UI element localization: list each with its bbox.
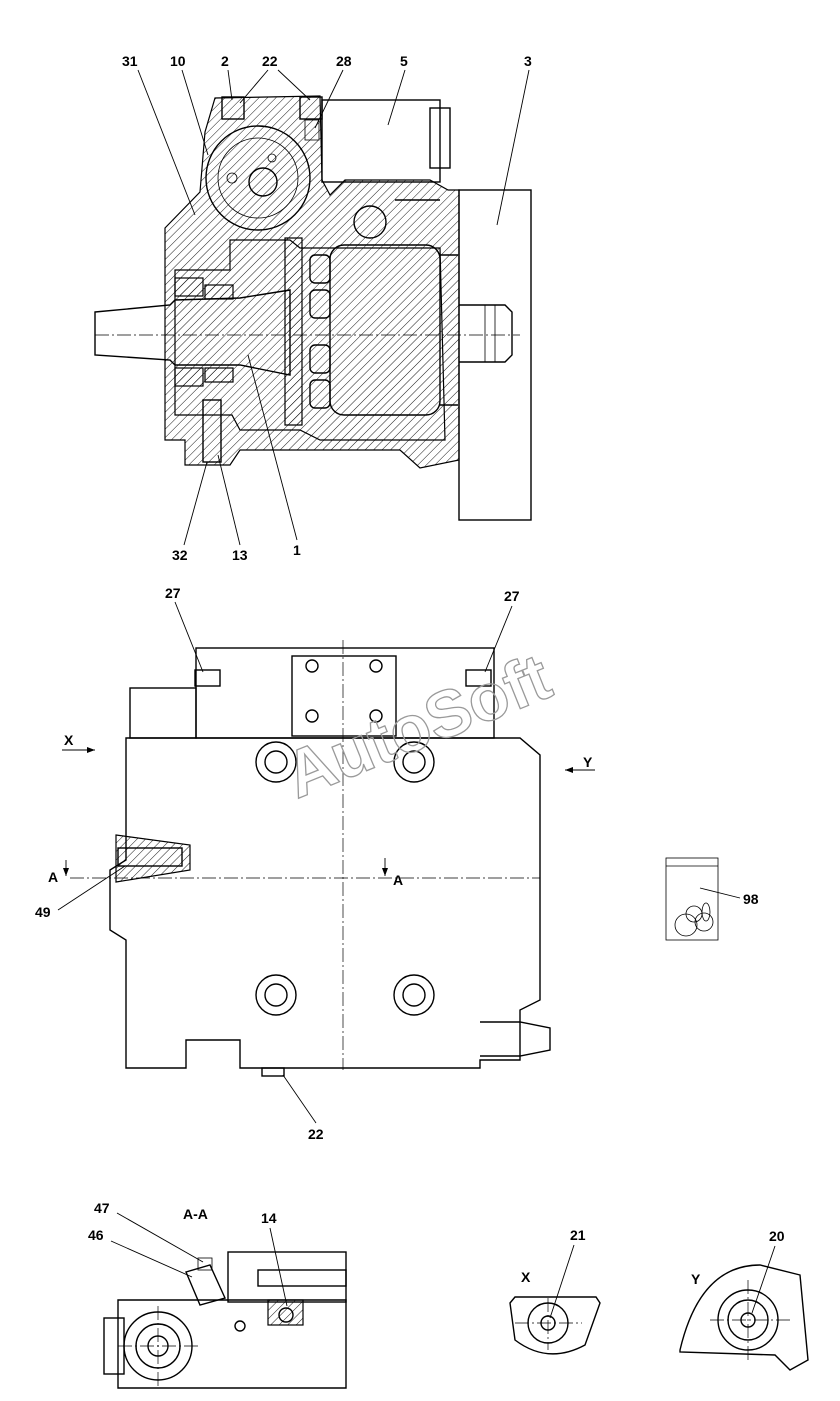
plug-14 xyxy=(278,1307,294,1323)
seal-kit-bag xyxy=(665,857,719,941)
control-piston-housing xyxy=(205,125,311,231)
view-x-title: X xyxy=(521,1269,531,1285)
callout-32: 32 xyxy=(172,547,188,563)
callout-21: 21 xyxy=(570,1227,586,1243)
front-bearing-top xyxy=(174,277,204,297)
callout-98: 98 xyxy=(743,891,759,907)
main-body xyxy=(109,737,541,1069)
view-y: Y 20 xyxy=(679,1228,809,1371)
fitting-47 xyxy=(197,1257,213,1271)
callout-13: 13 xyxy=(232,547,248,563)
rear-shaft-spline xyxy=(459,304,513,363)
callout-1: 1 xyxy=(293,542,301,558)
screw-22-top xyxy=(299,96,323,120)
marker-y: Y xyxy=(583,754,593,770)
screw-22-bottom xyxy=(261,1067,285,1077)
callout-28: 28 xyxy=(336,53,352,69)
callout-14: 14 xyxy=(261,1210,277,1226)
callout-10: 10 xyxy=(170,53,186,69)
screw-2 xyxy=(221,96,245,120)
view-markers: X Y A A xyxy=(48,732,595,888)
swash-plate xyxy=(284,237,303,426)
drive-shaft xyxy=(94,289,291,376)
view-y-outline xyxy=(679,1264,809,1371)
callout-22-top: 22 xyxy=(262,53,278,69)
body-screws xyxy=(255,741,435,1016)
cylinder-barrel xyxy=(329,244,441,416)
control-valve-block xyxy=(321,99,441,183)
right-port-fitting xyxy=(480,1021,551,1057)
callout-46: 46 xyxy=(88,1227,104,1243)
callout-27-left: 27 xyxy=(165,585,181,601)
callout-47: 47 xyxy=(94,1200,110,1216)
fitting-27-left xyxy=(194,669,221,687)
fitting-46 xyxy=(185,1264,226,1306)
marker-x: X xyxy=(64,732,74,748)
plug-49 xyxy=(117,847,183,867)
middle-elevation-view: AutoSoft X Y A A 27 27 49 22 9 xyxy=(35,585,759,1142)
cover-plate xyxy=(291,655,397,737)
section-a-a-view: A-A 47 46 14 xyxy=(88,1200,347,1389)
view-y-title: Y xyxy=(691,1271,701,1287)
plug-49-bore xyxy=(115,834,191,883)
top-section-view: 31 10 2 22 28 5 3 32 13 1 xyxy=(94,53,532,563)
callout-49: 49 xyxy=(35,904,51,920)
callout-22-bottom: 22 xyxy=(308,1126,324,1142)
marker-a-right: A xyxy=(393,872,403,888)
view-x: X 21 xyxy=(509,1227,601,1355)
top-view-callouts: 31 10 2 22 28 5 3 32 13 1 xyxy=(122,53,532,563)
fitting-27-right xyxy=(465,669,492,687)
front-bearing-bottom xyxy=(174,367,204,387)
section-a-a-title: A-A xyxy=(183,1206,208,1222)
piston-group xyxy=(309,254,331,409)
callout-3: 3 xyxy=(524,53,532,69)
callout-2: 2 xyxy=(221,53,229,69)
callout-31: 31 xyxy=(122,53,138,69)
callout-20: 20 xyxy=(769,1228,785,1244)
view-x-outline xyxy=(509,1296,601,1355)
plug-13 xyxy=(202,399,222,463)
marker-a-left: A xyxy=(48,869,58,885)
middle-view-callouts: 27 27 49 22 98 xyxy=(35,585,759,1142)
callout-5: 5 xyxy=(400,53,408,69)
callout-27-right: 27 xyxy=(504,588,520,604)
